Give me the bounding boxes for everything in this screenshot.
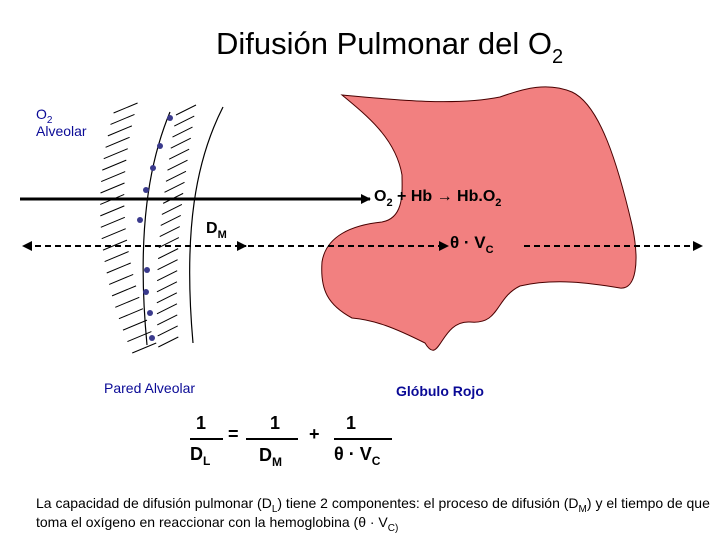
hatch-line [159, 226, 180, 237]
hatch-line [109, 273, 134, 285]
hatch-line [105, 136, 130, 148]
hatch-line [160, 215, 181, 226]
hatch-line [127, 331, 152, 343]
hatch-line [110, 113, 135, 125]
hatch-line [158, 237, 180, 249]
hatch-line [157, 314, 178, 326]
hatch-line [111, 285, 137, 297]
hatch-line [157, 259, 178, 271]
hatch-line [175, 104, 197, 116]
eq-lhs-denominator: DL [190, 444, 211, 468]
hatch-line [156, 270, 178, 282]
hatch-line [156, 303, 178, 315]
theta-vc-label: θ · VC [450, 233, 494, 256]
eq-equals-sign: = [228, 424, 239, 444]
dm-label: DM [206, 220, 227, 241]
wall-hatching [100, 102, 197, 354]
hatch-line [101, 171, 126, 183]
hatch-line [100, 182, 125, 194]
hatch-line [115, 296, 140, 308]
hatch-line [158, 336, 179, 348]
wall-dot [144, 267, 150, 273]
wall-dot [167, 115, 173, 121]
wall-dot [157, 143, 163, 149]
hatch-line [168, 148, 190, 160]
hatch-line [164, 181, 185, 193]
wall-dot [150, 165, 156, 171]
hatch-line [156, 292, 178, 304]
wall-dots [137, 115, 173, 341]
alveolar-wall [142, 106, 224, 346]
globulo-rojo-label: Glóbulo Rojo [396, 383, 484, 399]
hatch-line [174, 115, 195, 127]
hatch-line [156, 281, 178, 293]
hatch-line [101, 228, 126, 240]
hatch-line [132, 342, 157, 354]
eq-term1-denominator: DM [259, 445, 282, 469]
reaction-label: O2 + Hb → Hb.O2 [374, 188, 502, 209]
hatch-line [118, 308, 144, 320]
wall-dot [149, 335, 155, 341]
hatch-line [157, 325, 178, 337]
red-blood-cell [321, 86, 637, 351]
wall-dot [143, 289, 149, 295]
o2-alveolar-label: O2 Alveolar [36, 106, 87, 139]
hatch-line [103, 148, 128, 160]
eq-term2-denominator: θ · VC [334, 444, 381, 468]
hatch-line [157, 248, 179, 260]
eq-plus-sign: + [309, 424, 320, 444]
hatch-line [113, 102, 138, 114]
hatch-line [165, 170, 187, 182]
right-arrow-icon: → [436, 188, 453, 205]
caption-text: La capacidad de difusión pulmonar (DL) t… [36, 495, 710, 534]
dm-arrow-left-head [22, 241, 32, 251]
eq-term1-numerator: 1 [270, 413, 281, 433]
hatch-line [106, 262, 131, 274]
pared-alveolar-label: Pared Alveolar [104, 380, 196, 396]
wall-dot [147, 310, 153, 316]
hatch-line [100, 216, 126, 228]
hatch-line [161, 203, 183, 215]
eq-term2-numerator: 1 [346, 413, 357, 433]
hatch-line [170, 137, 192, 149]
hatch-line [107, 125, 133, 137]
hatch-line [172, 126, 193, 138]
page-title: Difusión Pulmonar del O2 [216, 26, 564, 68]
wall-dot [143, 187, 149, 193]
eq-lhs-numerator: 1 [196, 413, 207, 433]
hatch-line [122, 319, 148, 331]
hatch-line [102, 159, 127, 171]
hatch-line [100, 205, 125, 217]
hatch-line [167, 159, 188, 171]
wall-dot [137, 217, 143, 223]
hatch-line [102, 239, 128, 251]
hatch-line [104, 251, 129, 263]
